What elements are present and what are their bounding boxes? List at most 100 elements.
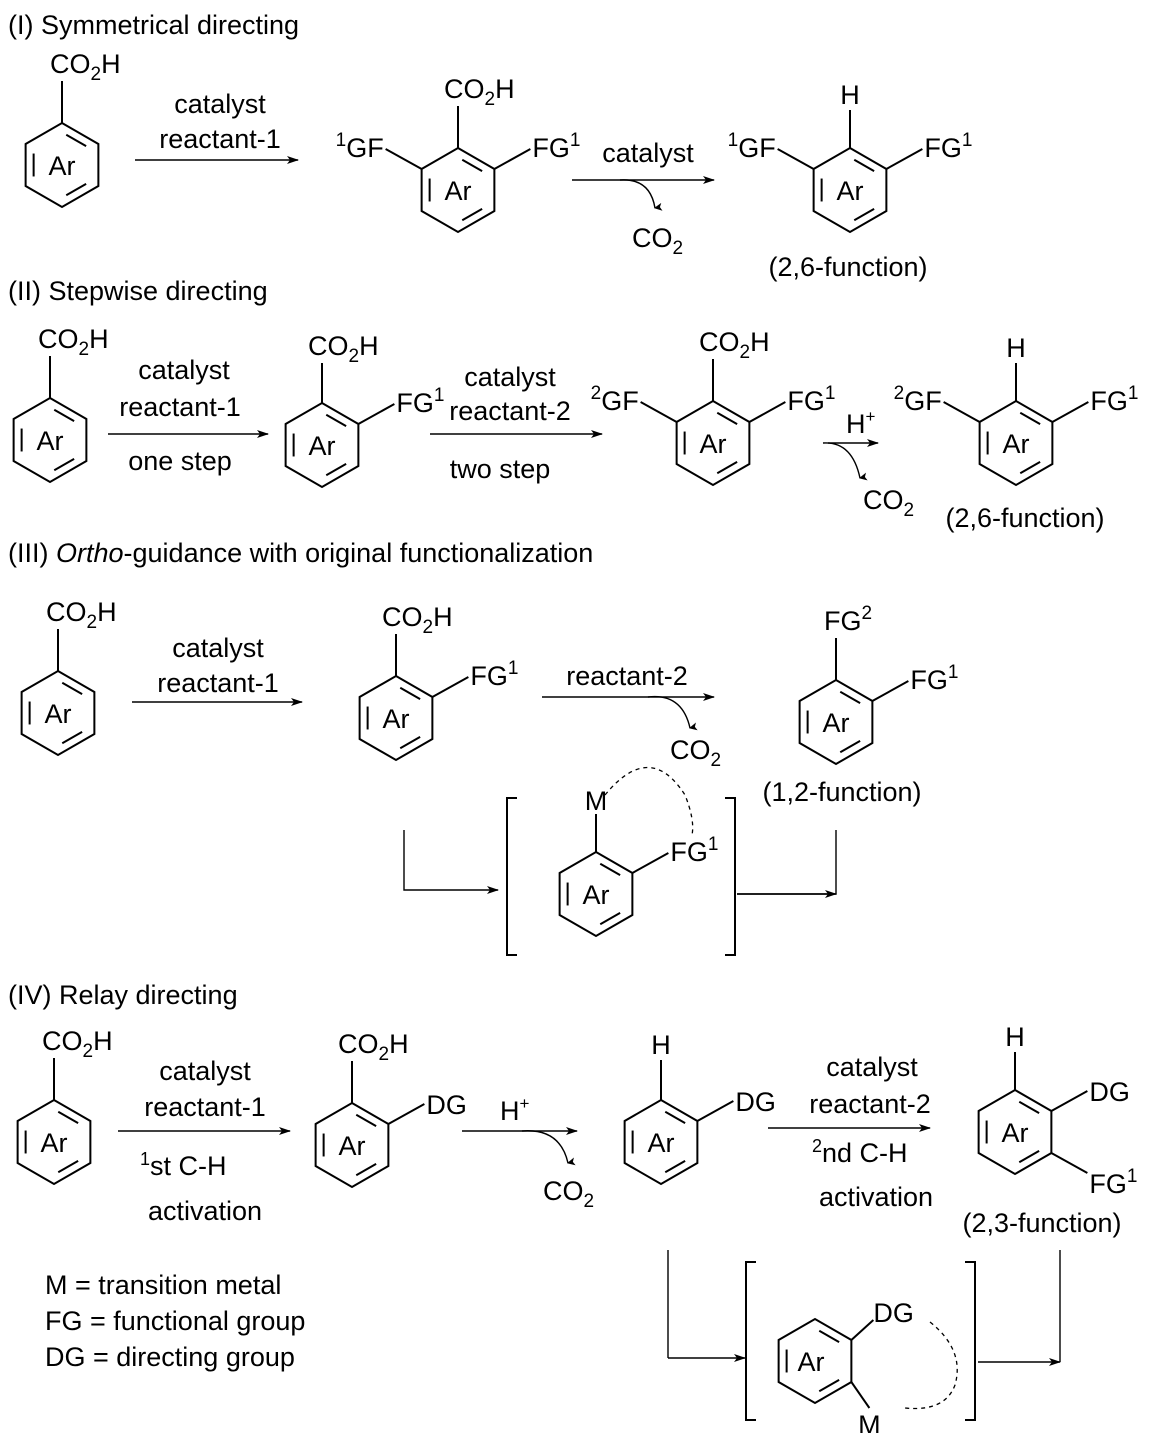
double-bond (664, 1159, 686, 1174)
substituent-co2h: CO2H (50, 49, 121, 85)
reagent-reactant-1: reactant-1 (159, 124, 281, 154)
reagent-catalyst: catalyst (159, 1056, 251, 1086)
substituent-bond (631, 852, 669, 874)
ring-label-ar: Ar (798, 1347, 825, 1377)
atom-h: H (1005, 1022, 1025, 1052)
double-bond (399, 735, 421, 750)
section-title-ortho: (III) Ortho-guidance with original funct… (8, 538, 593, 568)
reagent-h-plus: H+ (500, 1094, 530, 1126)
double-bond (325, 462, 347, 477)
substituent-fg: FG1 (910, 662, 958, 695)
reagent-h-plus: H+ (846, 407, 876, 439)
benzene-ring (20, 669, 96, 757)
bracket-right (965, 1261, 976, 1421)
reaction-condition: activation (819, 1182, 933, 1212)
substituent-bond (640, 401, 678, 423)
substituent-dg: DG (426, 1090, 467, 1120)
byproduct-co2: CO2 (632, 223, 683, 259)
substituent-bond (696, 1100, 734, 1122)
substituent-fg: FG1 (532, 130, 580, 163)
reaction-condition: two step (450, 454, 551, 484)
product-label: (2,6-function) (945, 503, 1104, 533)
double-bond (1019, 460, 1041, 475)
double-bond (53, 408, 75, 423)
legend-directing-group: DG = directing group (45, 1342, 295, 1372)
substituent-bond (387, 1103, 425, 1125)
double-bond (461, 158, 483, 173)
substituent-co2h: CO2H (46, 597, 117, 633)
double-bond (61, 681, 83, 696)
reagent-catalyst: catalyst (174, 89, 266, 119)
benzene-ring (24, 121, 100, 209)
substituent-fg: FG1 (396, 385, 444, 418)
atom-metal: M (585, 786, 608, 816)
substituent-bond (850, 1319, 875, 1341)
section-title-relay: (IV) Relay directing (8, 980, 238, 1010)
substituent-fg: FG1 (1090, 383, 1138, 416)
reagent-reactant-2: reactant-2 (449, 396, 571, 426)
atom-metal: M (858, 1410, 881, 1433)
ring-label-ar: Ar (339, 1131, 366, 1161)
ring-label-ar: Ar (383, 704, 410, 734)
reaction-condition: 2nd C-H (812, 1136, 908, 1168)
byproduct-curved-arrow (822, 442, 868, 481)
bracket-left (745, 1261, 756, 1421)
double-bond (325, 413, 347, 428)
double-bond (853, 207, 875, 222)
reaction-condition: activation (148, 1196, 262, 1226)
double-bond (355, 1162, 377, 1177)
reagent-catalyst: catalyst (172, 633, 264, 663)
ring-label-ar: Ar (41, 1128, 68, 1158)
ring-label-ar: Ar (583, 880, 610, 910)
double-bond (355, 1113, 377, 1128)
double-bond (818, 1378, 840, 1393)
legend-metal: M = transition metal (45, 1270, 281, 1300)
bracket-left (506, 797, 517, 956)
double-bond (61, 730, 83, 745)
benzene-ring (16, 1098, 92, 1186)
reagent-catalyst: catalyst (826, 1052, 918, 1082)
substituent-fg: FG1 (1089, 1166, 1137, 1199)
double-bond (664, 1110, 686, 1125)
ring-label-ar: Ar (49, 151, 76, 181)
reagent-catalyst: catalyst (464, 362, 556, 392)
substituent-bond (1050, 1152, 1088, 1174)
double-bond (461, 207, 483, 222)
double-bond (818, 1329, 840, 1344)
substituent-gf: 1GF (336, 130, 384, 163)
substituent-gf: 2GF (591, 383, 639, 416)
substituent-bond (385, 148, 423, 170)
double-bond (1018, 1149, 1040, 1164)
molecule-structures (12, 81, 1089, 1409)
substituent-dg: DG (1089, 1077, 1130, 1107)
ring-label-ar: Ar (837, 176, 864, 206)
reagent-reactant-1: reactant-1 (119, 392, 241, 422)
double-bond (57, 1159, 79, 1174)
double-bond (716, 411, 738, 426)
double-bond (599, 862, 621, 877)
substituent-co2h: CO2H (382, 602, 453, 638)
reagent-reactant-1: reactant-1 (157, 668, 279, 698)
ring-label-ar: Ar (37, 426, 64, 456)
substituent-gf: 2GF (894, 383, 942, 416)
byproduct-curved-arrow (647, 695, 698, 731)
reagent-catalyst: catalyst (602, 138, 694, 168)
substituent-bond (431, 676, 469, 698)
double-bond (53, 457, 75, 472)
substituent-dg: DG (735, 1087, 776, 1117)
double-bond (716, 460, 738, 475)
substituent-bond (1051, 401, 1089, 423)
atom-h: H (1006, 333, 1026, 363)
reagent-catalyst: catalyst (138, 355, 230, 385)
ring-label-ar: Ar (45, 699, 72, 729)
substituent-co2h: CO2H (42, 1026, 113, 1062)
product-label: (2,3-function) (962, 1208, 1121, 1238)
chelation-dashed-arc (604, 767, 694, 836)
atom-h: H (651, 1030, 671, 1060)
product-label: (1,2-function) (762, 777, 921, 807)
double-bond (65, 182, 87, 197)
double-bond (853, 158, 875, 173)
substituent-co2h: CO2H (308, 331, 379, 367)
substituent-bond (748, 401, 786, 423)
